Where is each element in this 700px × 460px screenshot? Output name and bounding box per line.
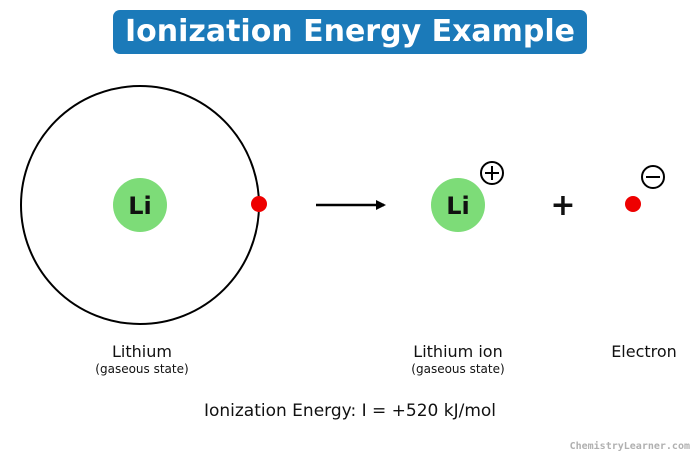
plus-in-circle-icon (480, 161, 504, 185)
electron-name: Electron (611, 342, 677, 361)
ionization-energy-equation: Ionization Energy: I = +520 kJ/mol (203, 401, 497, 421)
free-electron (625, 196, 641, 212)
lithium-ion-name: Lithium ion (413, 342, 503, 361)
lithium-state: (gaseous state) (95, 362, 189, 376)
title-banner: Ionization Energy Example (0, 10, 700, 54)
minus-in-circle-icon (641, 165, 665, 189)
plus-operator: + (550, 188, 575, 223)
lithium-ion-state: (gaseous state) (411, 362, 505, 376)
lithium-name: Lithium (112, 342, 172, 361)
lithium-symbol: Li (128, 192, 152, 220)
watermark: ChemistryLearner.com (569, 441, 690, 452)
electron-label: Electron (590, 342, 698, 362)
page-title: Ionization Energy Example (112, 10, 588, 54)
lithium-nucleus (113, 178, 167, 232)
lithium-ion-nucleus (431, 178, 485, 232)
lithium-ion-symbol: Li (446, 192, 470, 220)
lithium-ion-label: Lithium ion (gaseous state) (378, 342, 538, 377)
lithium-label: Lithium (gaseous state) (62, 342, 222, 377)
orbiting-electron (251, 196, 267, 212)
